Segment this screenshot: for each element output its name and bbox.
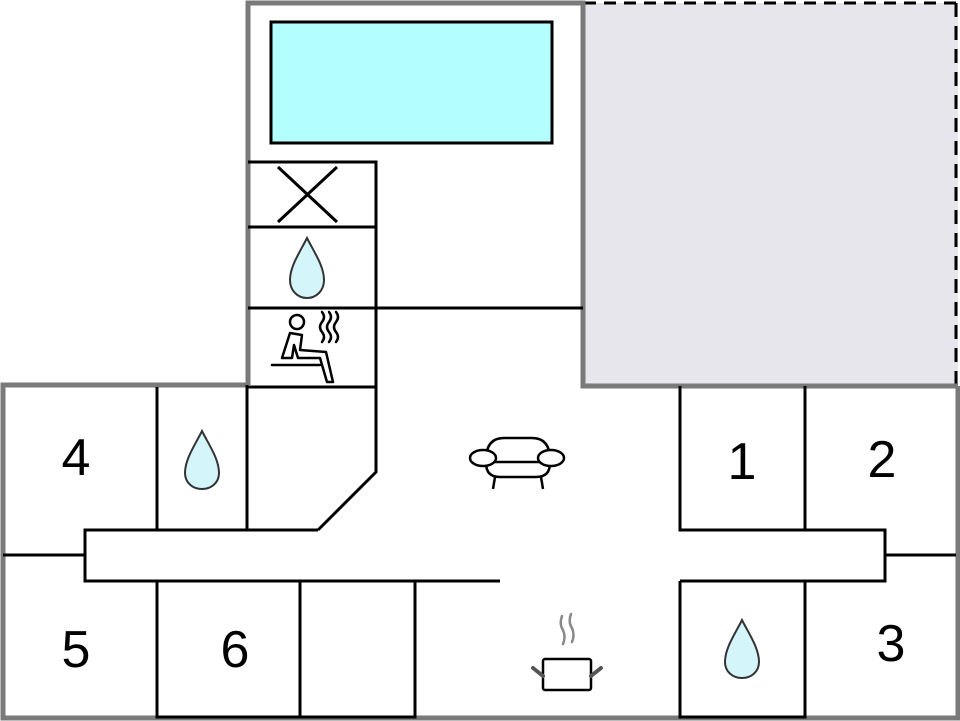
room-label-1: 1 (727, 433, 757, 491)
pool-icon (269, 20, 554, 145)
terrace-area (584, 1, 958, 386)
room-label-3: 3 (876, 615, 906, 673)
water-drop-icon (183, 428, 221, 491)
water-drop-icon (723, 617, 761, 680)
inner-walls (3, 160, 956, 719)
room-label-5: 5 (61, 621, 91, 679)
room-label-6: 6 (220, 621, 250, 679)
sauna-icon (270, 310, 340, 384)
room-label-4: 4 (61, 429, 91, 487)
sofa-icon (468, 436, 566, 490)
cooking-pot-icon (531, 612, 603, 692)
x-mark-icon (276, 165, 339, 224)
water-drop-icon (288, 235, 326, 300)
room-label-2: 2 (867, 431, 897, 489)
